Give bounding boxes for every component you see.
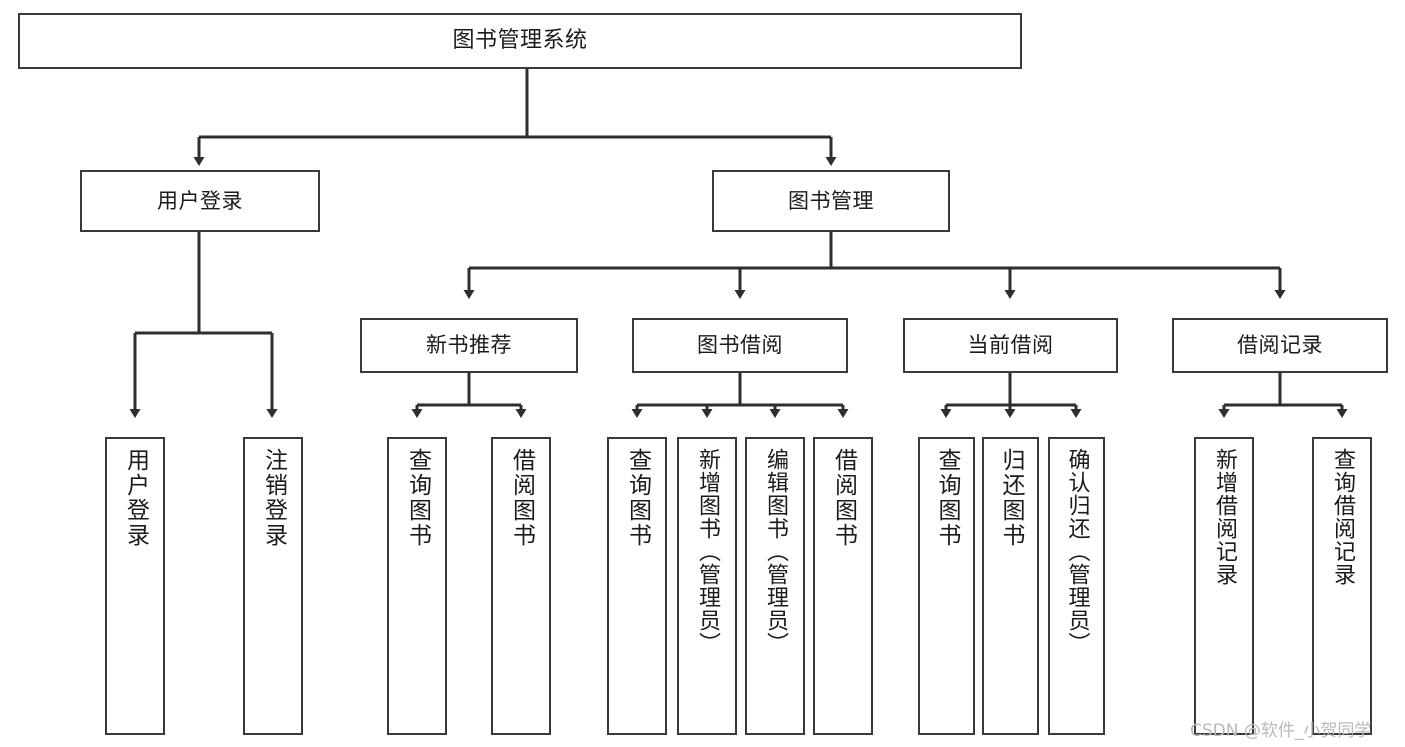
- node-label: 图书借阅: [697, 333, 783, 358]
- node-label: 借阅图书: [508, 448, 535, 548]
- leaf-borrow-edit-book-admin[interactable]: 编辑图书（管理员）: [745, 437, 805, 735]
- node-current-borrow[interactable]: 当前借阅: [903, 318, 1118, 373]
- leaf-current-return-book[interactable]: 归还图书: [982, 437, 1039, 735]
- node-label: 注销登录: [260, 448, 287, 548]
- node-label: 借阅记录: [1237, 333, 1323, 358]
- node-label: 新增图书（管理员）: [695, 448, 720, 655]
- node-user-login[interactable]: 用户登录: [80, 170, 320, 232]
- leaf-current-confirm-return-admin[interactable]: 确认归还（管理员）: [1048, 437, 1105, 735]
- node-book-management[interactable]: 图书管理: [712, 170, 950, 232]
- node-label: 查询图书: [624, 448, 651, 548]
- node-book-borrow[interactable]: 图书借阅: [632, 318, 848, 373]
- node-label: 归还图书: [998, 448, 1024, 548]
- node-label: 图书管理系统: [452, 28, 588, 54]
- node-label: 编辑图书（管理员）: [763, 448, 788, 655]
- leaf-borrow-borrow-book[interactable]: 借阅图书: [813, 437, 873, 735]
- leaf-recommend-query-book[interactable]: 查询图书: [387, 437, 447, 735]
- node-label: 用户登录: [122, 448, 149, 548]
- node-label: 新增借阅记录: [1212, 448, 1237, 586]
- node-label: 图书管理: [788, 188, 874, 213]
- leaf-borrow-add-book-admin[interactable]: 新增图书（管理员）: [677, 437, 737, 735]
- leaf-user-login-logout[interactable]: 注销登录: [243, 437, 303, 735]
- node-label: 借阅图书: [830, 448, 857, 548]
- node-label: 新书推荐: [426, 333, 512, 358]
- node-label: 查询图书: [404, 448, 431, 548]
- node-borrow-record[interactable]: 借阅记录: [1172, 318, 1388, 373]
- node-root-system[interactable]: 图书管理系统: [18, 13, 1022, 69]
- node-label: 查询图书: [934, 448, 960, 548]
- leaf-user-login-login[interactable]: 用户登录: [105, 437, 165, 735]
- leaf-recommend-borrow-book[interactable]: 借阅图书: [491, 437, 551, 735]
- node-label: 确认归还（管理员）: [1064, 448, 1090, 655]
- leaf-record-add-record[interactable]: 新增借阅记录: [1194, 437, 1254, 735]
- leaf-borrow-query-book[interactable]: 查询图书: [607, 437, 667, 735]
- node-new-book-recommend[interactable]: 新书推荐: [360, 318, 578, 373]
- watermark: CSDN @软件_小贺同学: [1190, 721, 1372, 741]
- leaf-record-query-record[interactable]: 查询借阅记录: [1312, 437, 1372, 735]
- node-label: 查询借阅记录: [1330, 448, 1355, 586]
- node-label: 用户登录: [157, 188, 243, 213]
- node-label: 当前借阅: [967, 333, 1054, 358]
- leaf-current-query-book[interactable]: 查询图书: [918, 437, 975, 735]
